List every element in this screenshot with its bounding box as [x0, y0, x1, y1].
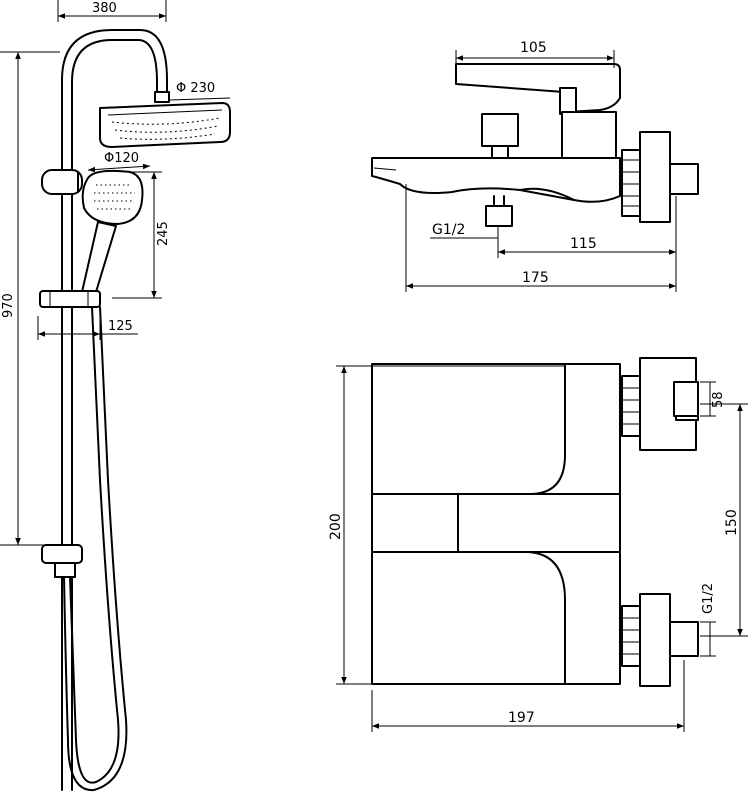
dim-inlet-to-spout: 115	[497, 196, 677, 258]
shower-hose	[69, 306, 120, 784]
shower-set-view: 380 970 Φ 230 Φ120 245	[0, 0, 231, 792]
spout-top	[371, 493, 459, 553]
shower-head-connector	[154, 91, 170, 103]
shower-outlet	[485, 205, 513, 227]
faucet-front-view: 105 G1/2 115 175	[371, 40, 699, 292]
dim-label-105: 105	[520, 40, 547, 56]
overhead-shower-head	[99, 102, 231, 148]
dim-top-width: 380	[57, 0, 167, 22]
dim-label-245: 245	[156, 221, 171, 246]
riser-pipe	[61, 29, 168, 791]
dim-label-125: 125	[108, 319, 133, 334]
lower-bracket	[41, 544, 83, 578]
dim-label-150: 150	[724, 509, 740, 536]
top-inlet-lower	[621, 593, 699, 687]
dim-label-phi230: Φ 230	[176, 81, 215, 96]
dim-lever-length: 105	[455, 40, 615, 68]
dim-front-length: 175	[405, 184, 677, 292]
top-inlet-upper	[621, 357, 699, 451]
dim-inlet-size: 58	[700, 381, 726, 417]
dim-label-200: 200	[328, 513, 344, 540]
dim-total-height: 970	[0, 51, 60, 546]
dim-label-380: 380	[92, 1, 117, 16]
dim-label-115: 115	[570, 236, 597, 252]
slide-holder	[39, 290, 101, 308]
dim-thread-front: G1/2	[430, 222, 499, 244]
front-inlet	[621, 131, 699, 223]
dim-top-height: 200	[328, 365, 566, 685]
dim-label-phi120: Φ120	[104, 151, 139, 166]
dim-hand-diameter: Φ120	[87, 151, 151, 173]
dim-inlet-spacing: 150	[700, 403, 748, 637]
dim-head-diameter: Φ 230	[169, 81, 231, 101]
faucet-top-view: 200 197 58 150 G1/2	[328, 357, 748, 732]
dim-label-970: 970	[1, 293, 16, 318]
dim-label-175: 175	[522, 270, 549, 286]
faucet-cartridge	[561, 111, 617, 159]
dim-top-length: 197	[371, 660, 685, 732]
dim-thread-top: G1/2	[700, 583, 716, 657]
dim-label-58: 58	[711, 391, 726, 408]
dim-label-g12-front: G1/2	[432, 222, 465, 238]
dim-label-197: 197	[508, 710, 535, 726]
dim-hand-offset: 125	[37, 314, 138, 340]
faucet-lever	[455, 63, 621, 113]
diverter-knob	[41, 169, 83, 195]
dim-label-g12-top: G1/2	[701, 583, 716, 614]
dim-hand-height: 245	[112, 171, 171, 299]
faucet-spout	[371, 157, 621, 203]
diverter-button	[481, 113, 519, 147]
hand-shower	[81, 169, 144, 293]
